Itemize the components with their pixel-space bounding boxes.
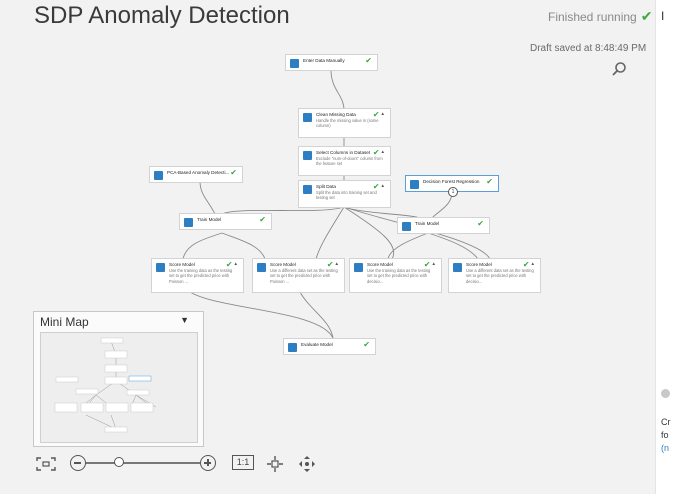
output-port-badge[interactable]: 1 (448, 187, 458, 197)
mini-map-viewport[interactable] (40, 332, 198, 443)
module-title: Score Model (270, 262, 296, 267)
experiment-canvas[interactable]: SDP Anomaly Detection Finished running✔ … (0, 0, 655, 494)
status-text: Finished running (548, 10, 637, 24)
panel-text-line-2: fo (661, 430, 669, 440)
zoom-slider-track[interactable] (86, 462, 200, 464)
module-icon (402, 222, 411, 231)
module-description: Use a different data set as the testing … (466, 268, 534, 284)
module-title: Split Data (316, 184, 336, 189)
module-title: Decision Forest Regression (423, 179, 480, 184)
run-status: Finished running✔ (548, 8, 652, 25)
module-title: PCA-Based Anomaly Detecti... (167, 170, 230, 175)
module-icon (288, 343, 297, 352)
checkmark-icon: ✔▲ (423, 260, 436, 269)
zoom-out-icon[interactable] (70, 455, 86, 471)
module-pca-anomaly-detection[interactable]: PCA-Based Anomaly Detecti... ✔ (149, 166, 243, 183)
checkmark-icon: ✔ (365, 56, 372, 65)
checkmark-icon: ✔▲ (372, 182, 385, 191)
zoom-in-icon[interactable] (200, 455, 216, 471)
module-icon (154, 171, 163, 180)
module-title: Score Model (466, 262, 492, 267)
module-train-model-1[interactable]: Train Model ✔ (179, 213, 272, 230)
chevron-down-icon[interactable]: ▼ (180, 315, 189, 325)
module-description: Use the training data as the testing set… (367, 268, 431, 284)
checkmark-icon: ✔▲ (372, 148, 385, 157)
module-icon (257, 263, 266, 272)
module-icon (410, 180, 419, 189)
mini-map-panel: Mini Map ▼ (33, 311, 204, 447)
module-clean-missing-data[interactable]: Clean Missing Data Handle the missing va… (298, 108, 391, 138)
checkmark-icon: ✔ (486, 177, 493, 186)
module-evaluate-model[interactable]: Evaluate Model ✔ (283, 338, 376, 355)
page-title: SDP Anomaly Detection (34, 2, 290, 29)
actual-size-button[interactable]: 1:1 (232, 455, 254, 470)
module-description: Use a different data set as the testing … (270, 268, 338, 284)
module-icon (354, 263, 363, 272)
mini-map-thumbnail (54, 337, 157, 433)
module-title: Train Model (197, 217, 222, 222)
fit-to-screen-icon[interactable] (35, 456, 57, 472)
checkmark-icon: ✔ (640, 8, 653, 24)
module-icon (453, 263, 462, 272)
module-title: Train Model (415, 221, 440, 226)
module-score-model-3[interactable]: Score Model Use the training data as the… (349, 258, 442, 293)
properties-panel-title: I (661, 9, 665, 23)
mini-map-title: Mini Map (40, 315, 89, 329)
module-title: Evaluate Model (301, 342, 333, 347)
checkmark-icon: ✔▲ (372, 110, 385, 119)
checkmark-icon: ✔▲ (326, 260, 339, 269)
module-score-model-1[interactable]: Score Model Use the training data as the… (151, 258, 244, 293)
module-description: Handle the missing value in (some column… (316, 118, 379, 129)
module-icon (156, 263, 165, 272)
pan-icon[interactable] (298, 455, 316, 473)
checkmark-icon: ✔ (477, 219, 484, 228)
checkmark-icon: ✔ (363, 340, 370, 349)
module-title: Score Model (367, 262, 393, 267)
module-select-columns[interactable]: Select Columns in Dataset Exclude "num-o… (298, 146, 391, 176)
module-icon (303, 185, 312, 194)
module-description: Use the training data as the testing set… (169, 268, 233, 284)
module-icon (184, 218, 193, 227)
module-score-model-2[interactable]: Score Model Use a different data set as … (252, 258, 345, 293)
module-title: Select Columns in Dataset (316, 150, 371, 155)
module-enter-data-manually[interactable]: Enter Data Manually ✔ (285, 54, 378, 71)
center-icon[interactable] (266, 455, 284, 473)
module-icon (303, 113, 312, 122)
module-icon (303, 151, 312, 160)
checkmark-icon: ✔▲ (225, 260, 238, 269)
panel-text-line-1: Cr (661, 417, 671, 427)
module-title: Clean Missing Data (316, 112, 356, 117)
properties-panel: I Cr fo (n (655, 0, 695, 494)
module-split-data[interactable]: Split Data Split the data into training … (298, 180, 391, 208)
module-description: Exclude "num-of-doors" column from the f… (316, 156, 383, 167)
checkmark-icon: ✔▲ (522, 260, 535, 269)
checkmark-icon: ✔ (259, 215, 266, 224)
checkmark-icon: ✔ (230, 168, 237, 177)
module-description: Split the data into training set and tes… (316, 190, 377, 201)
module-title: Score Model (169, 262, 195, 267)
module-icon (290, 59, 299, 68)
info-icon (661, 389, 670, 398)
module-title: Enter Data Manually (303, 58, 345, 63)
module-train-model-2[interactable]: Train Model ✔ (397, 217, 490, 234)
zoom-slider-handle[interactable] (114, 457, 124, 467)
panel-link[interactable]: (n (661, 443, 670, 453)
search-icon[interactable] (611, 61, 627, 77)
module-score-model-4[interactable]: Score Model Use a different data set as … (448, 258, 541, 293)
draft-saved-text: Draft saved at 8:48:49 PM (530, 43, 647, 54)
